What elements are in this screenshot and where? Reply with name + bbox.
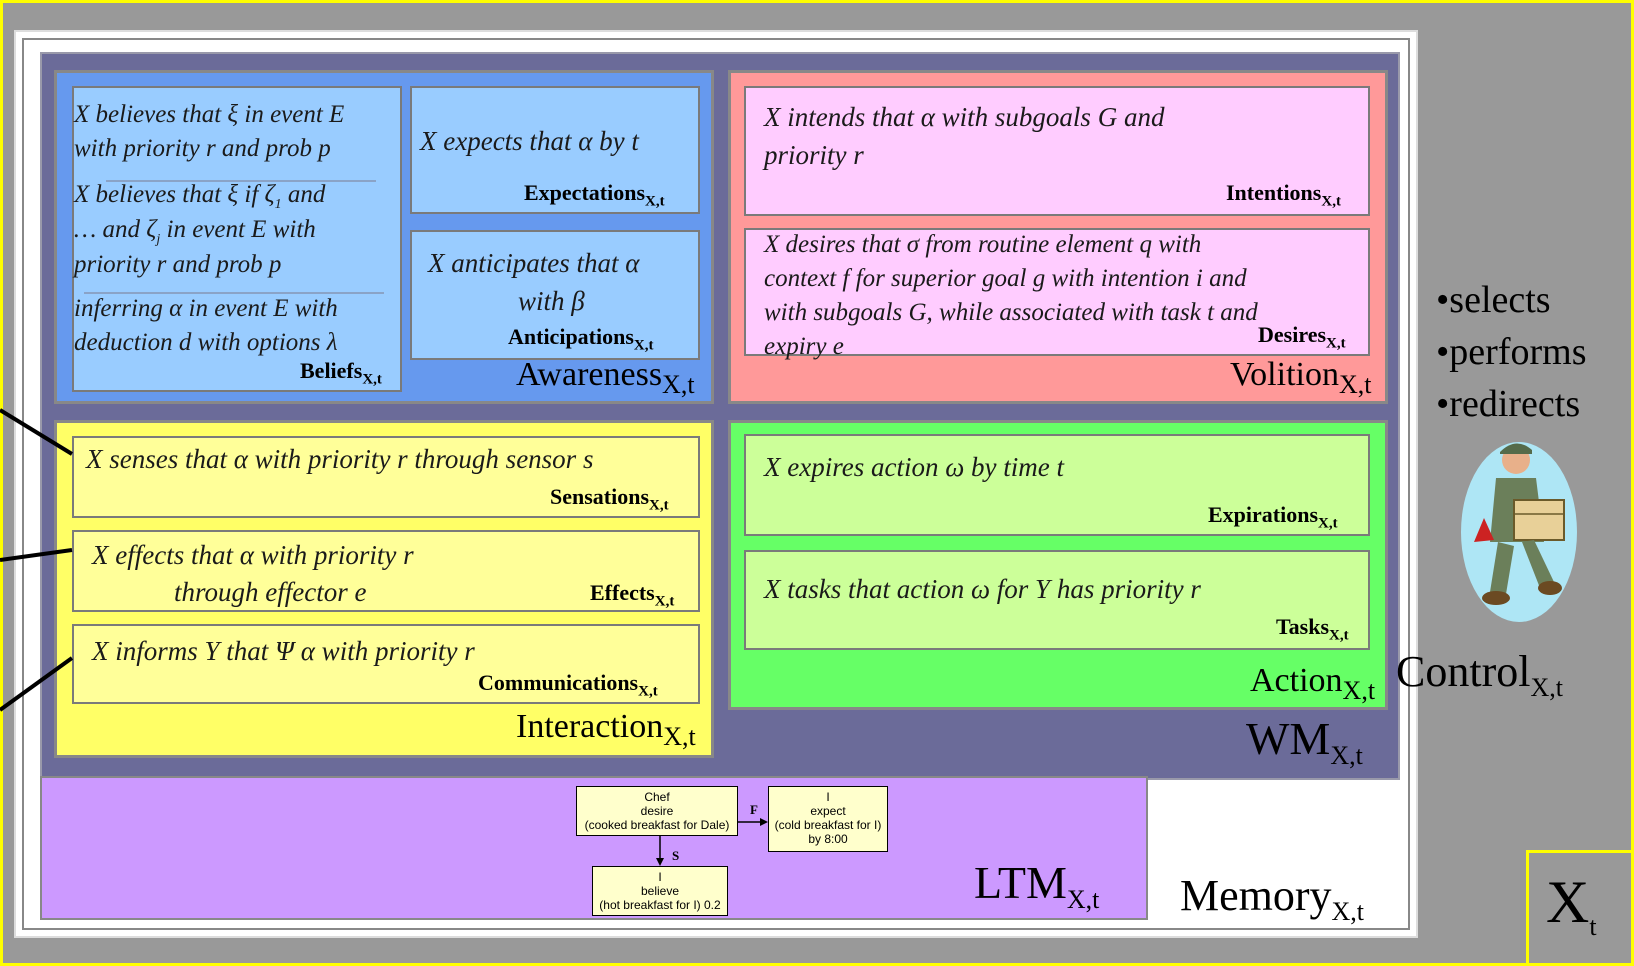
communications-box bbox=[72, 624, 700, 704]
intentions-box bbox=[744, 86, 1370, 216]
beliefs-box bbox=[72, 86, 402, 392]
effects-line-1: X effects that α with priority r bbox=[92, 540, 414, 570]
communications-text: X informs Y that Ψ α with priority r bbox=[92, 636, 475, 666]
expectations-box bbox=[410, 86, 700, 214]
beliefs-divider-1 bbox=[106, 180, 376, 182]
beliefs-divider-2 bbox=[84, 292, 384, 294]
memory-label: MemoryX,t bbox=[1180, 871, 1365, 926]
action-label: ActionX,t bbox=[1250, 662, 1376, 705]
beliefs-line-1: X believes that ξ in event E bbox=[74, 101, 345, 128]
ltm-node-i-expect: I expect (cold breakfast for I) by 8:00 bbox=[768, 786, 888, 852]
ltm-label: LTMX,t bbox=[974, 857, 1100, 915]
edge-f-arrowhead bbox=[760, 818, 768, 826]
control-item-redirects: •redirects bbox=[1436, 383, 1581, 425]
awareness-label: AwarenessX,t bbox=[516, 356, 695, 399]
ltm-node-chef-desire: Chef desire (cooked breakfast for Dale) bbox=[576, 786, 738, 836]
agent-label: Xt bbox=[1546, 869, 1597, 941]
edge-s-arrowhead bbox=[656, 858, 664, 866]
desires-line-1: X desires that σ from routine element q … bbox=[764, 231, 1202, 258]
worker-carrying-box-icon bbox=[1461, 442, 1577, 622]
input-lines bbox=[0, 408, 74, 712]
interaction-label: InteractionX,t bbox=[516, 708, 696, 751]
input-line-effects bbox=[0, 548, 73, 562]
desires-line-3: with subgoals G, while associated with t… bbox=[764, 299, 1258, 326]
input-line-sensations bbox=[0, 408, 74, 456]
desires-box bbox=[744, 228, 1370, 356]
ltm-graph-edges bbox=[656, 818, 768, 866]
beliefs-line-3: X believes that ξ if ζ1 and bbox=[74, 181, 326, 212]
beliefs-line-2: with priority r and prob p bbox=[74, 135, 331, 162]
desires-line-4: expiry e bbox=[764, 333, 844, 360]
agent-label-box bbox=[1526, 850, 1634, 966]
volition-label: VolitionX,t bbox=[1230, 356, 1372, 399]
memory-inner-border bbox=[22, 38, 1410, 930]
sensations-text: X senses that α with priority r through … bbox=[86, 444, 594, 474]
tasks-text: X tasks that action ω for Y has priority… bbox=[764, 574, 1201, 604]
effects-label: EffectsX,t bbox=[590, 580, 675, 610]
effects-line-2: through effector e bbox=[174, 577, 367, 607]
beliefs-label: BeliefsX,t bbox=[300, 358, 382, 388]
control-label: ControlX,t bbox=[1396, 647, 1563, 702]
intentions-line-1: X intends that α with subgoals G and bbox=[764, 102, 1165, 132]
expirations-label: ExpirationsX,t bbox=[1208, 502, 1338, 532]
desires-line-2: context f for superior goal g with inten… bbox=[764, 265, 1247, 292]
sensations-box bbox=[72, 436, 700, 518]
sensations-label: SensationsX,t bbox=[550, 484, 669, 514]
beliefs-line-4: … and ζj in event E with bbox=[74, 216, 316, 247]
effects-box bbox=[72, 530, 700, 612]
expectations-text: X expects that α by t bbox=[420, 126, 639, 156]
expirations-text: X expires action ω by time t bbox=[764, 452, 1064, 482]
ltm-node-i-believe: I believe (hot breakfast for I) 0.2 bbox=[592, 866, 728, 916]
tasks-box bbox=[744, 550, 1370, 650]
intentions-line-2: priority r bbox=[764, 140, 864, 170]
anticipations-line-2: with β bbox=[518, 286, 585, 316]
edge-s-label: S bbox=[672, 848, 680, 863]
control-item-performs: •performs bbox=[1436, 331, 1587, 373]
communications-label: CommunicationsX,t bbox=[478, 670, 658, 700]
anticipations-line-1: X anticipates that α bbox=[428, 248, 640, 278]
tasks-label: TasksX,t bbox=[1276, 614, 1349, 644]
input-line-communications bbox=[0, 656, 74, 712]
expirations-box bbox=[744, 434, 1370, 536]
beliefs-line-5: priority r and prob p bbox=[74, 251, 282, 278]
control-item-selects: •selects bbox=[1436, 279, 1551, 321]
anticipations-box bbox=[410, 230, 700, 360]
wm-label: WMX,t bbox=[1246, 713, 1363, 771]
edge-f-label: F bbox=[750, 802, 758, 817]
anticipations-label: AnticipationsX,t bbox=[508, 324, 654, 354]
intentions-label: IntentionsX,t bbox=[1226, 180, 1341, 210]
beliefs-line-7: deduction d with options λ bbox=[74, 329, 338, 356]
beliefs-line-6: inferring α in event E with bbox=[74, 295, 338, 322]
desires-label: DesiresX,t bbox=[1258, 322, 1346, 352]
expectations-label: ExpectationsX,t bbox=[524, 180, 665, 210]
